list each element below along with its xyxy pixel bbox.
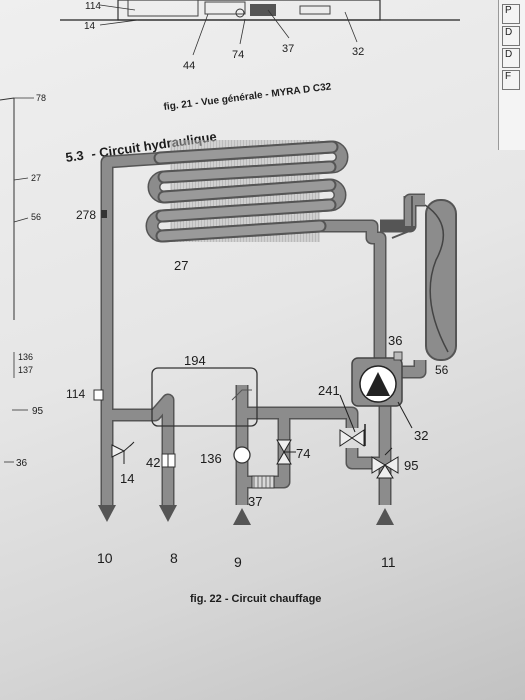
margin-ref-56: 56 (31, 212, 41, 222)
port-11: 11 (381, 554, 396, 570)
fig21-callout-44: 44 (183, 60, 195, 72)
section-number: 5.3 (65, 148, 85, 165)
margin-ref-78: 78 (36, 93, 46, 103)
fig21-callout-14: 14 (84, 21, 96, 32)
port-10: 10 (97, 550, 113, 566)
flow-sensor-136 (233, 446, 251, 464)
label-194: 194 (184, 353, 206, 368)
fig22-caption: fig. 22 - Circuit chauffage (190, 593, 321, 605)
label-56: 56 (435, 363, 449, 377)
label-74: 74 (296, 446, 310, 461)
adjacent-page-edge: P D D F (498, 0, 525, 150)
label-42: 42 (146, 455, 160, 470)
valve-74 (276, 439, 296, 465)
filter-37 (251, 475, 275, 489)
bypass-valve-241 (339, 394, 366, 447)
flow-arrows (98, 505, 394, 525)
label-241: 241 (318, 383, 340, 398)
fig21-drawing (60, 0, 460, 56)
fig21-callout-37: 37 (282, 43, 294, 55)
label-32: 32 (414, 428, 428, 443)
fig21-callout-74: 74 (232, 49, 244, 61)
pressure-switch-114 (93, 389, 104, 401)
label-114: 114 (66, 387, 85, 401)
fig21-callout-114: 114 (85, 1, 101, 12)
label-36: 36 (388, 333, 402, 348)
fig21-caption: fig. 21 - Vue générale - MYRA D C32 (163, 81, 332, 113)
margin-ref-137: 137 (18, 365, 33, 375)
page-tab: D (502, 26, 520, 46)
label-14: 14 (120, 471, 134, 486)
fig21-callout-32: 32 (352, 46, 364, 58)
margin-ref-95: 95 (32, 406, 44, 417)
expansion-vessel (391, 196, 457, 361)
safety-valve-14 (111, 441, 135, 464)
label-278: 278 (76, 208, 96, 222)
page-tab: F (502, 70, 520, 90)
page-tab: P (502, 4, 520, 24)
port-8: 8 (170, 550, 178, 566)
circulator-pump (351, 351, 403, 407)
sensor-278 (101, 210, 107, 218)
label-95: 95 (404, 458, 418, 473)
three-way-valve-95 (371, 447, 399, 479)
label-37: 37 (248, 494, 262, 509)
heat-exchanger-coils-fill (155, 142, 337, 241)
left-margin-callouts (0, 97, 34, 463)
margin-ref-36: 36 (16, 458, 28, 469)
label-27: 27 (174, 258, 188, 273)
plate-exchanger-194 (151, 367, 258, 427)
margin-ref-27: 27 (31, 173, 41, 183)
label-136: 136 (200, 451, 222, 466)
page-tab: D (502, 48, 520, 68)
margin-ref-136: 136 (18, 352, 33, 362)
port-9: 9 (234, 554, 242, 570)
